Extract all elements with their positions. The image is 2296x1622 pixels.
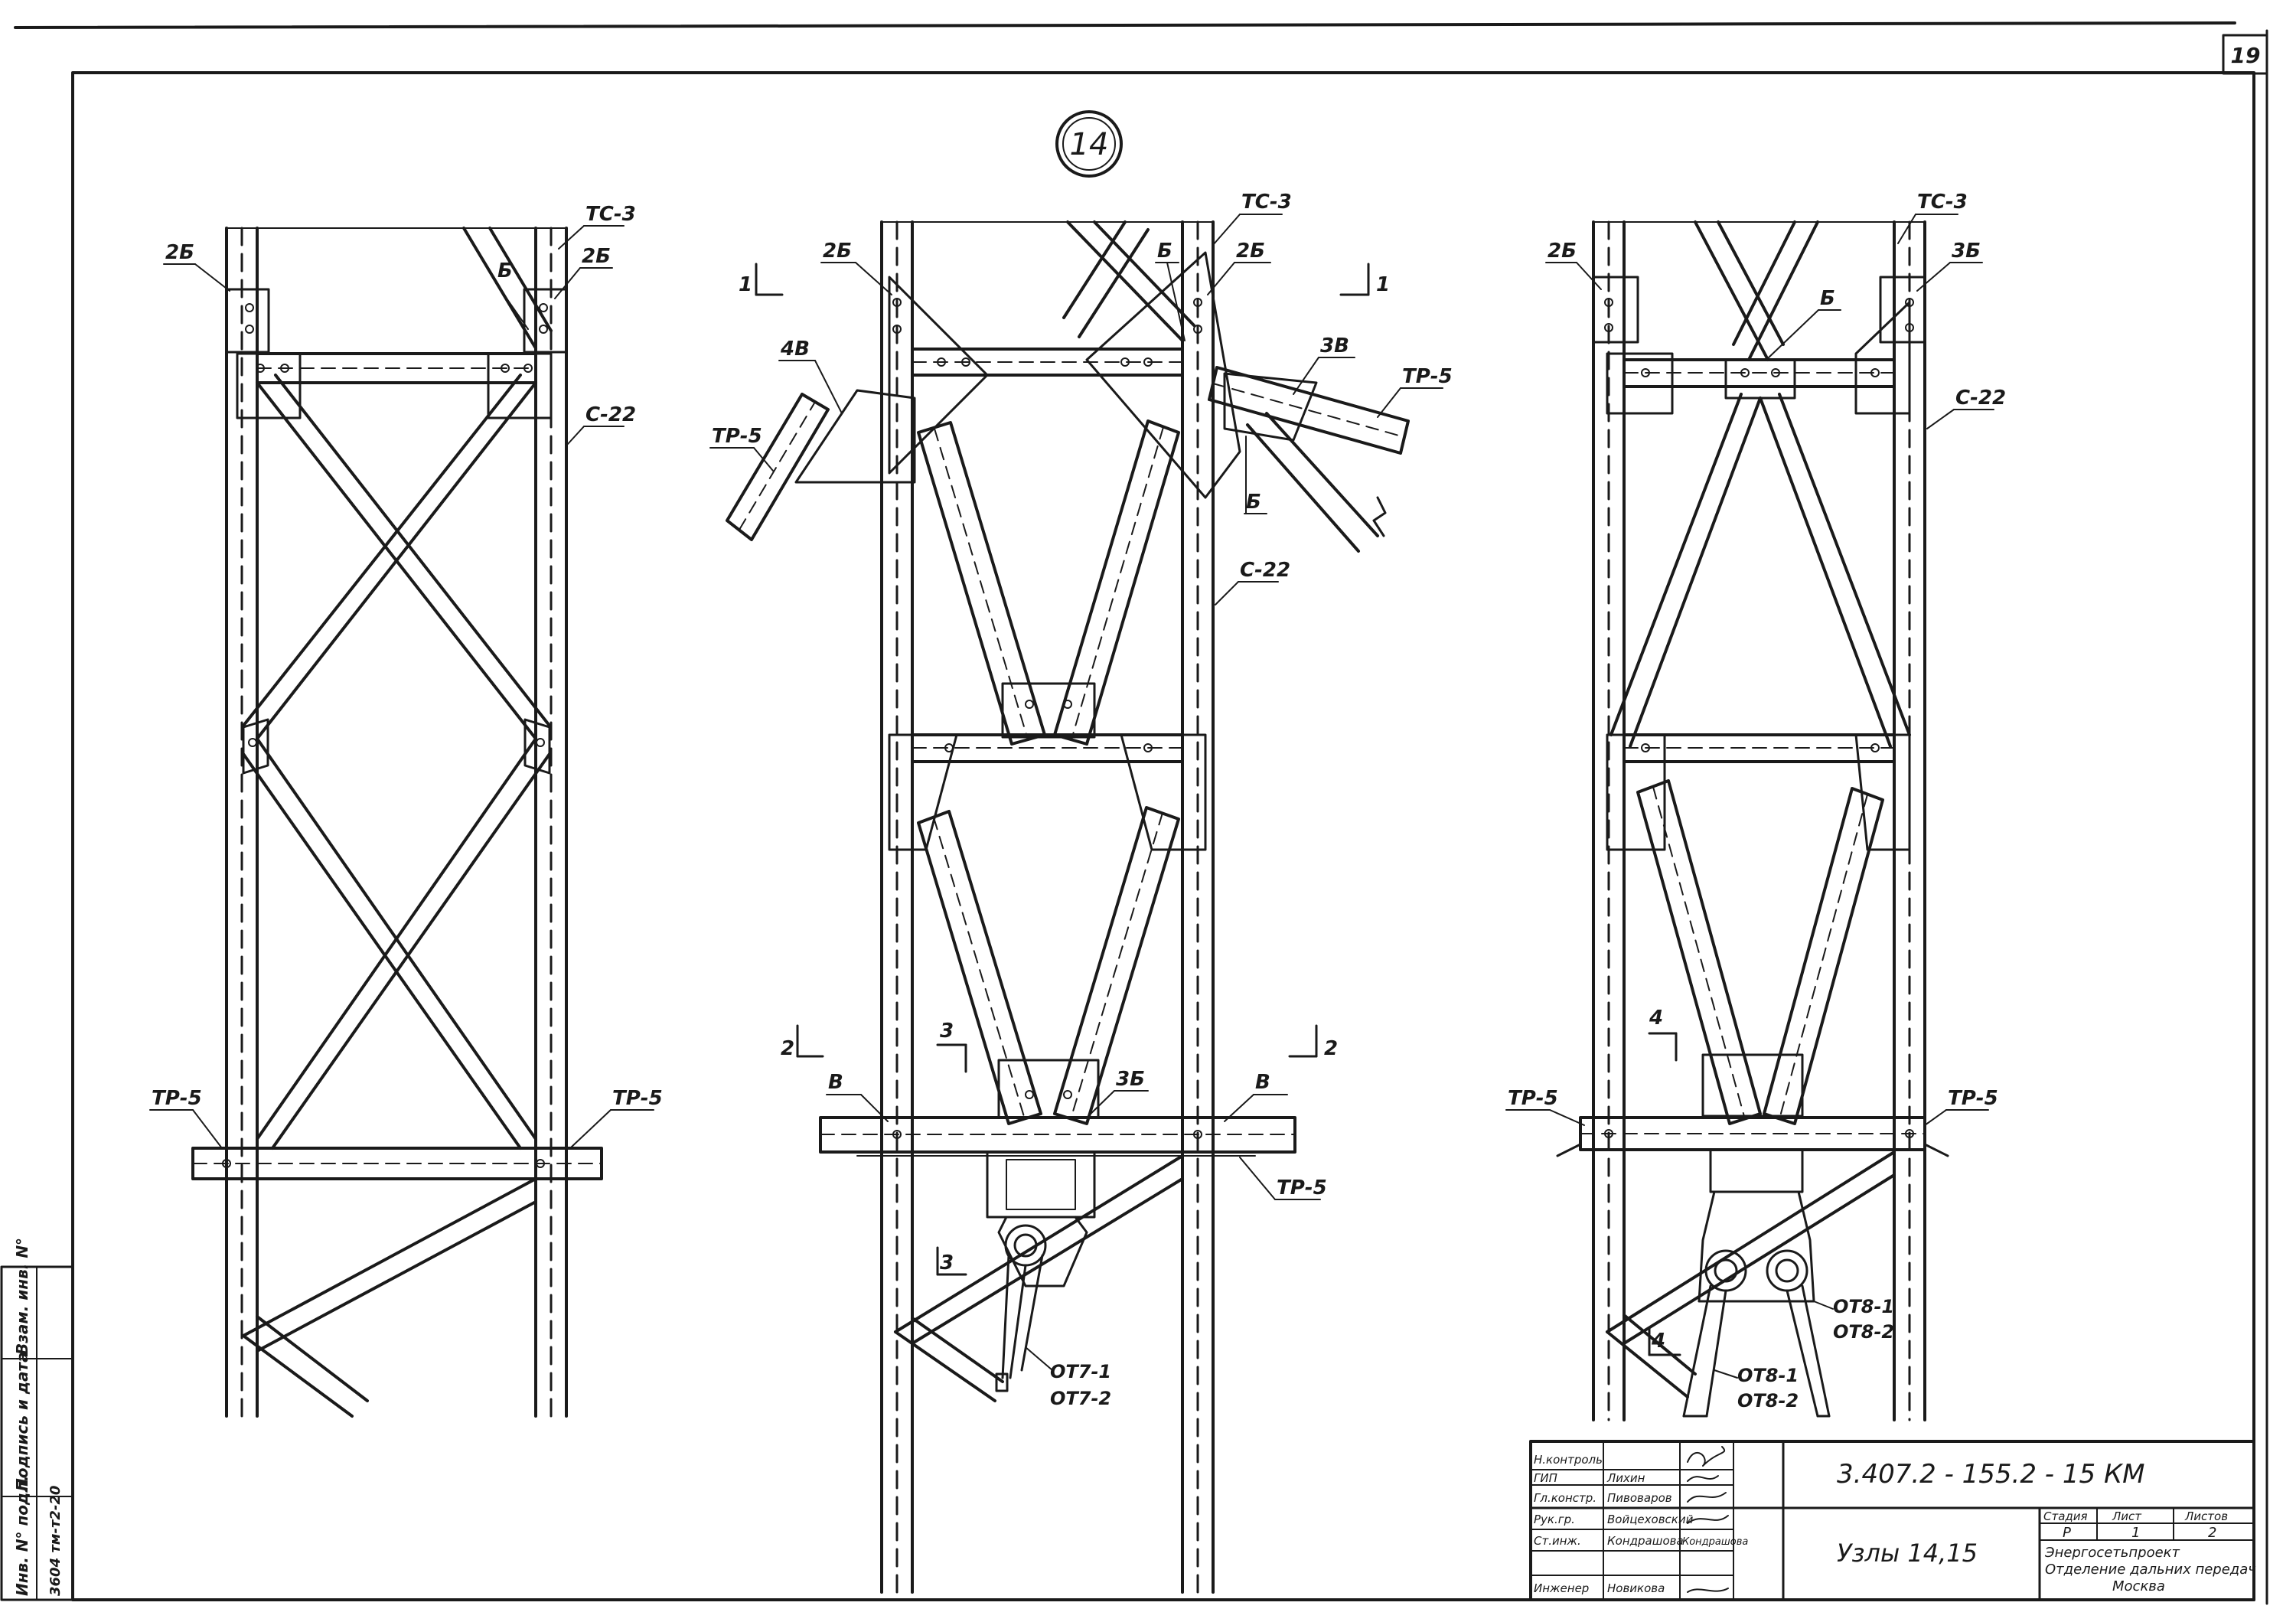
inv-value: 3604 тм-т2-20 [47, 1486, 64, 1596]
section-mark-3-top: 3 [936, 1020, 967, 1073]
svg-text:3: 3 [940, 1252, 954, 1274]
tb-name-1: Лихин [1606, 1471, 1645, 1485]
svg-text:1: 1 [1376, 273, 1390, 296]
right-label-tp5-b: ТР-5 [1948, 1087, 1998, 1110]
org-line1: Энергосетьпроект [2044, 1545, 2180, 1561]
right-tower-view [1556, 220, 1949, 1421]
signatures [1687, 1446, 1729, 1593]
left-label-b: Б [497, 259, 513, 282]
section-mark-1-left: 1 [739, 263, 784, 296]
sheet-name: Узлы 14,15 [1837, 1539, 1978, 1568]
left-tower-view [191, 227, 603, 1418]
mid-label-tp5-right: ТР-5 [1402, 365, 1453, 388]
svg-text:3: 3 [940, 1020, 954, 1043]
sheet-header: Лист [2112, 1509, 2142, 1523]
mid-label-ott1: ОТ7-1 [1050, 1361, 1111, 1382]
tb-name-5: Новикова [1607, 1581, 1665, 1595]
middle-tower-view [726, 220, 1410, 1594]
right-label-b: Б [1820, 287, 1835, 310]
inventory-stamp: Взам. инв. N° Подпись и дата Инв. N° под… [0, 1238, 74, 1601]
tb-role-5: Инженер [1534, 1581, 1589, 1595]
tb-name-2: Пивоваров [1607, 1491, 1672, 1505]
node-number: 14 [1070, 127, 1109, 162]
section-mark-2-left: 2 [781, 1024, 824, 1060]
mid-label-c22: С-22 [1240, 559, 1290, 582]
title-block [1529, 1440, 2255, 1601]
left-label-2b-b: 2Б [582, 245, 611, 268]
stage-header: Стадия [2043, 1509, 2088, 1523]
stage-value: Р [2063, 1525, 2071, 1541]
svg-text:1: 1 [739, 273, 752, 296]
left-label-c22: С-22 [585, 403, 636, 426]
right-label-tp5-a: ТР-5 [1508, 1087, 1558, 1110]
mid-label-2b-b: 2Б [1236, 240, 1265, 263]
page-number: 19 [2231, 43, 2261, 68]
tb-role-4: Ст.инж. [1534, 1534, 1581, 1548]
right-label-ot81-b: ОТ8-1 [1737, 1365, 1799, 1386]
node-number-marker: 14 [1055, 110, 1123, 178]
page-number-box [2222, 34, 2268, 75]
left-label-tc3: ТС-3 [585, 203, 636, 226]
svg-text:2: 2 [1324, 1037, 1338, 1060]
tb-sign-text: Кондрашова [1682, 1536, 1748, 1548]
right-label-tc3: ТС-3 [1917, 191, 1968, 214]
tb-role-2: Гл.констр. [1534, 1491, 1596, 1505]
mid-label-ott2: ОТ7-2 [1050, 1388, 1111, 1409]
mid-label-4b: 4В [780, 338, 810, 361]
mid-label-3b-low: 3Б [1116, 1068, 1145, 1091]
right-label-ot82-a: ОТ8-2 [1833, 1321, 1894, 1343]
tb-role-0: Н.контроль [1534, 1453, 1603, 1467]
mid-label-3b: 3В [1320, 335, 1349, 357]
sheet-value: 1 [2131, 1525, 2140, 1541]
left-label-tp5-b: ТР-5 [612, 1087, 663, 1110]
mid-label-b-top: Б [1157, 240, 1172, 263]
right-label-ot82-b: ОТ8-2 [1737, 1390, 1799, 1411]
tb-name-3: Войцеховский [1607, 1513, 1694, 1526]
top-edge-line [14, 21, 2236, 29]
mid-label-tc3: ТС-3 [1241, 191, 1292, 214]
section-mark-4-bottom: 4 [1648, 1327, 1681, 1356]
section-mark-2-right: 2 [1288, 1024, 1338, 1060]
inv-label: Инв. N° подл. [13, 1476, 31, 1596]
mid-label-2b-a: 2Б [823, 240, 852, 263]
replace-inv-label: Взам. инв. N° [13, 1238, 31, 1355]
section-mark-1-right: 1 [1339, 263, 1390, 296]
right-label-c22: С-22 [1955, 387, 2006, 410]
section-mark-3-bottom: 3 [936, 1246, 967, 1276]
right-label-3b: 3Б [1952, 240, 1981, 263]
section-mark-4-top: 4 [1648, 1007, 1678, 1062]
svg-text:2: 2 [781, 1037, 794, 1060]
doc-code: 3.407.2 - 155.2 - 15 КМ [1837, 1459, 2144, 1490]
left-label-2b-a: 2Б [165, 241, 194, 264]
tb-name-4: Кондрашова [1607, 1534, 1684, 1548]
mid-label-v-left: В [828, 1071, 843, 1094]
left-label-tp5-a: ТР-5 [152, 1087, 202, 1110]
mid-label-b-low: Б [1246, 491, 1261, 514]
mid-label-tp5-left: ТР-5 [712, 425, 762, 448]
mid-label-v-right: В [1255, 1071, 1270, 1094]
svg-text:4: 4 [1649, 1007, 1663, 1030]
org-line3: Москва [2112, 1578, 2165, 1594]
mid-label-tp5-low: ТР-5 [1277, 1177, 1327, 1199]
sheets-header: Листов [2184, 1509, 2228, 1523]
right-label-ot81-a: ОТ8-1 [1833, 1296, 1894, 1317]
sign-date-label: Подпись и дата [13, 1352, 31, 1491]
tb-role-3: Рук.гр. [1534, 1513, 1575, 1526]
svg-text:4: 4 [1651, 1330, 1665, 1353]
tb-role-1: ГИП [1534, 1471, 1557, 1485]
right-label-2b: 2Б [1548, 240, 1577, 263]
sheet-frame [71, 71, 2255, 1601]
org-line2: Отделение дальних передач [2045, 1562, 2256, 1578]
sheets-value: 2 [2208, 1525, 2216, 1541]
